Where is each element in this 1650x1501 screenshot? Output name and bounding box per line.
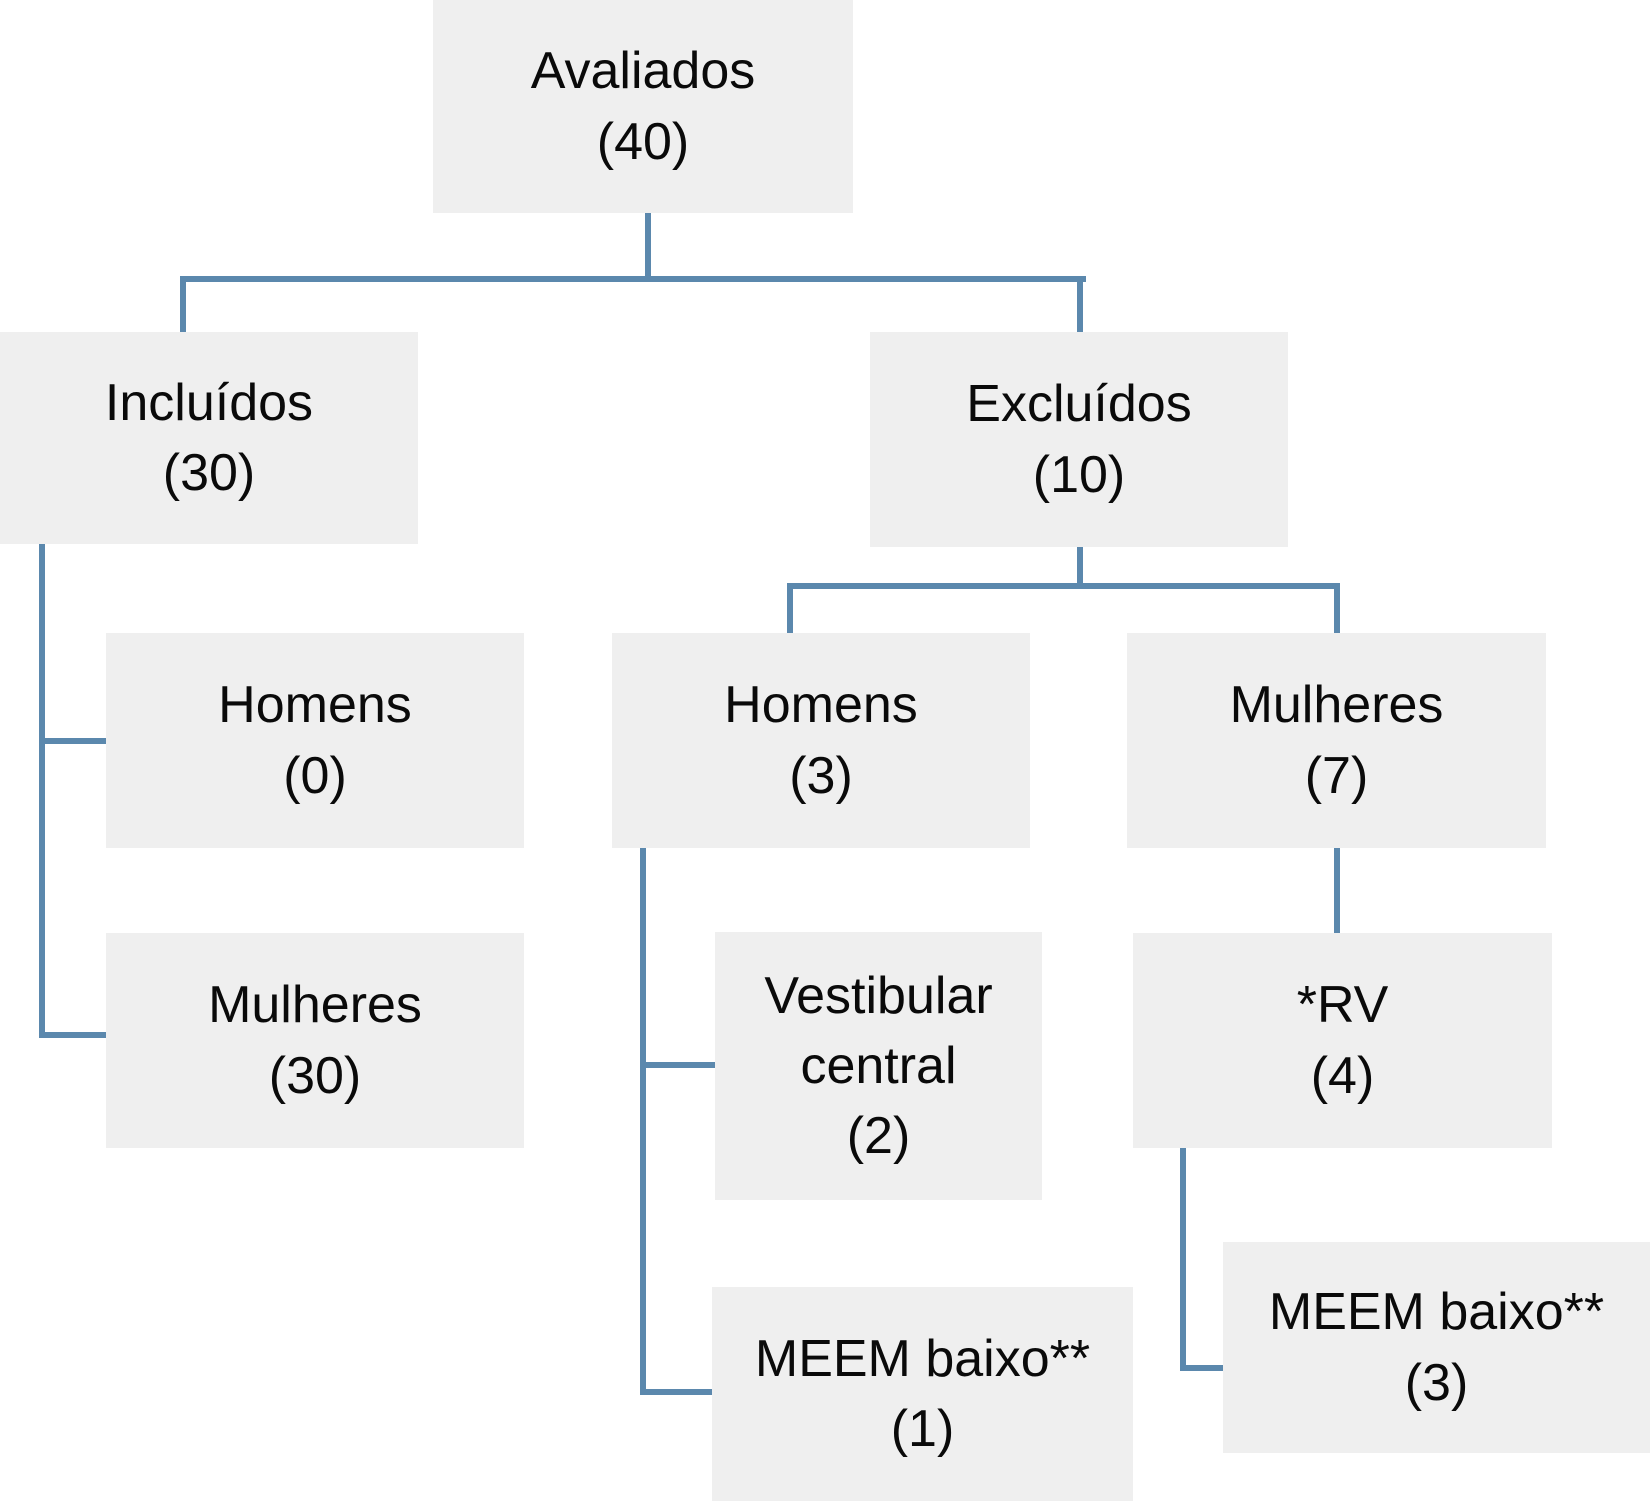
node-count: (1) — [890, 1400, 955, 1458]
node-label: *RV — [1296, 976, 1389, 1035]
node-label: MEEM baixo** — [1268, 1283, 1605, 1342]
node-avaliados: Avaliados (40) — [433, 0, 853, 213]
node-count: (40) — [596, 112, 690, 171]
node-label: Vestibular central — [764, 966, 993, 1095]
node-count: (7) — [1304, 746, 1369, 805]
connector-included-women-branch — [39, 1032, 106, 1038]
connector-root-crossbar — [180, 276, 1086, 282]
connector-excluded-men-stem — [640, 848, 646, 1395]
connector-vestibular-branch — [640, 1062, 715, 1068]
connector-included-men-branch — [39, 738, 106, 744]
connector-root-stem — [645, 213, 651, 281]
node-label: Homens — [724, 676, 918, 735]
node-homens-incluidos: Homens (0) — [106, 633, 524, 848]
connector-excluded-drop — [1077, 276, 1083, 332]
node-label: Excluídos — [966, 375, 1192, 434]
node-label: Incluídos — [104, 373, 314, 432]
node-label: Mulheres — [208, 976, 422, 1035]
node-label: Avaliados — [530, 42, 756, 101]
connector-included-stem — [39, 544, 45, 1038]
connector-excluded-stem — [1077, 547, 1083, 588]
connector-rv-stem — [1180, 1148, 1186, 1371]
node-count: (30) — [268, 1046, 362, 1105]
node-excluidos: Excluídos (10) — [870, 332, 1288, 547]
node-label: Homens — [218, 676, 412, 735]
node-count: (0) — [283, 746, 347, 805]
connector-included-drop — [180, 276, 186, 332]
connector-excluded-crossbar — [787, 583, 1340, 589]
connector-meem1-branch — [640, 1389, 712, 1395]
node-meem-baixo-3: MEEM baixo** (3) — [1223, 1242, 1650, 1453]
node-count: (10) — [1032, 445, 1126, 504]
node-vestibular-central: Vestibular central (2) — [715, 932, 1042, 1200]
node-count: (3) — [1404, 1353, 1469, 1412]
node-label: MEEM baixo** — [754, 1329, 1091, 1388]
connector-meem3-branch — [1180, 1365, 1223, 1371]
node-count: (30) — [162, 444, 256, 502]
node-mulheres-excluidos: Mulheres (7) — [1127, 633, 1546, 848]
node-count: (3) — [789, 746, 853, 805]
connector-excluded-women-drop — [1334, 583, 1340, 633]
node-count: (4) — [1310, 1046, 1375, 1105]
connector-excluded-men-drop — [787, 583, 793, 633]
node-homens-excluidos: Homens (3) — [612, 633, 1030, 848]
node-rv: *RV (4) — [1133, 933, 1552, 1148]
node-mulheres-incluidos: Mulheres (30) — [106, 933, 524, 1148]
connector-excluded-women-stem — [1334, 848, 1340, 933]
node-meem-baixo-1: MEEM baixo** (1) — [712, 1287, 1133, 1501]
node-count: (2) — [846, 1107, 911, 1166]
node-label: Mulheres — [1229, 676, 1444, 735]
node-incluidos: Incluídos (30) — [0, 332, 418, 544]
